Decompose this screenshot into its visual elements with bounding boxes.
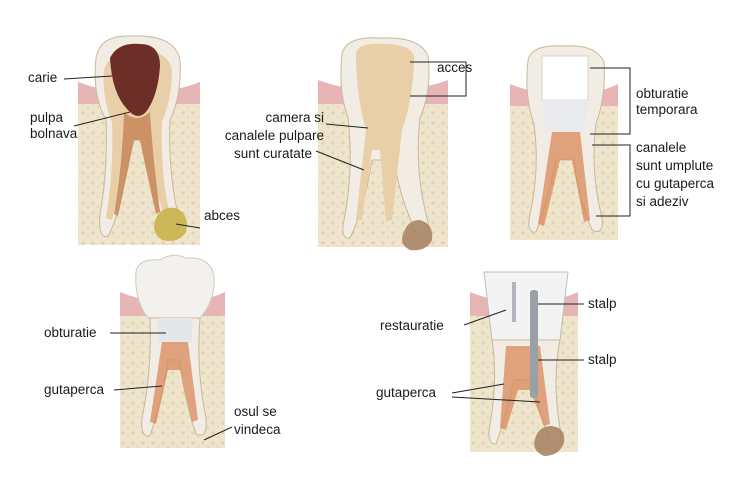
post-5-a (530, 290, 538, 398)
label-abces: abces (204, 208, 240, 224)
label-canalele-4: si adeziv (636, 194, 689, 210)
crown-4 (136, 255, 214, 318)
label-stalp-1: stalp (588, 296, 617, 312)
label-obturatie: obturatie (44, 325, 97, 341)
label-osul-1: osul se (234, 404, 277, 420)
label-gutaperca-5: gutaperca (376, 385, 436, 401)
restoration-crown (484, 272, 568, 340)
post-5-b (512, 282, 516, 322)
label-obt-temp-2: temporara (636, 102, 698, 118)
label-obt-temp-1: obturatie (636, 86, 689, 102)
label-camera-1: camera si (200, 110, 324, 126)
label-pulpa-2: bolnava (30, 126, 77, 142)
tooth-5-restored (470, 272, 578, 456)
tooth-1-decayed (78, 36, 200, 245)
label-restauratie: restauratie (380, 318, 444, 334)
adhesive-layer (542, 100, 588, 132)
label-canalele-2: sunt umplute (636, 158, 713, 174)
label-pulpa-1: pulpa (30, 110, 63, 126)
label-carie: carie (28, 70, 57, 86)
label-canalele-1: canalele (636, 140, 686, 156)
temporary-filling (542, 56, 588, 100)
label-acces: acces (437, 60, 472, 76)
label-osul-2: vindeca (234, 422, 281, 438)
tooth-2-cleaned (318, 38, 448, 250)
filling-4 (158, 318, 192, 342)
label-camera-3: sunt curatate (200, 146, 312, 162)
label-gutaperca-4: gutaperca (44, 382, 104, 398)
tooth-4-crowned (120, 255, 225, 448)
label-stalp-2: stalp (588, 352, 617, 368)
tooth-3-filled (510, 46, 618, 240)
label-camera-2: canalele pulpare (200, 128, 324, 144)
label-canalele-3: cu gutaperca (636, 176, 714, 192)
